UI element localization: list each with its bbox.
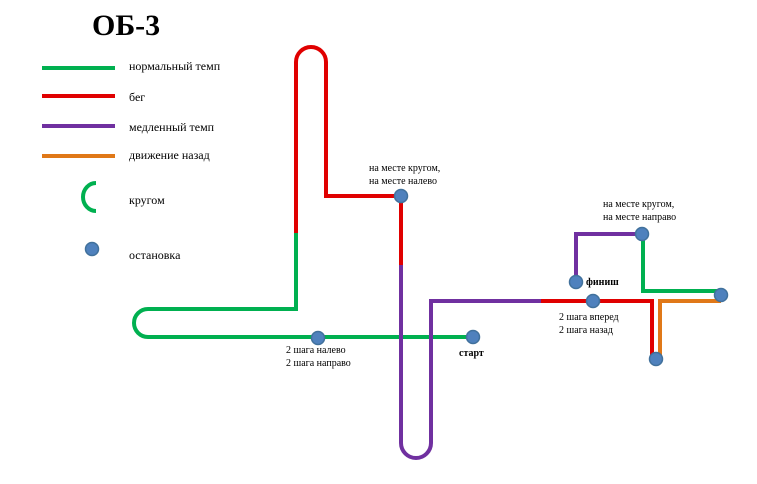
- finish-label: финиш: [586, 277, 619, 288]
- stop-4: [634, 226, 650, 242]
- legend-stop-label: остановка: [129, 248, 181, 262]
- stop-1: [310, 330, 326, 346]
- stop1-note-line1: 2 шага налево: [286, 345, 346, 356]
- route-segment-run-right: [541, 299, 654, 360]
- legend-run-label: бег: [129, 90, 145, 104]
- stop-6: [713, 287, 729, 303]
- legend-stop-icon: [84, 241, 100, 257]
- stop-finish: [568, 274, 584, 290]
- stop4-note-line2: на месте направо: [603, 212, 676, 223]
- route-segment-slow-finish: [574, 232, 643, 282]
- legend-normal-label: нормальный темп: [129, 59, 221, 73]
- stop3-note-line1: 2 шага вперед: [559, 312, 619, 323]
- diagram-title: ОБ-3: [92, 9, 160, 42]
- stop-2: [393, 188, 409, 204]
- stop1-note-line2: 2 шага направо: [286, 358, 351, 369]
- legend-turn-label: кругом: [129, 193, 165, 207]
- stops: [310, 188, 729, 367]
- route-segment-run-hairpin: [294, 45, 403, 265]
- route-segment-back: [658, 299, 721, 360]
- stop3-note-line2: 2 шага назад: [559, 325, 613, 336]
- route: [132, 45, 721, 460]
- stop-5: [648, 351, 664, 367]
- legend: нормальный темп бег медленный темп движе…: [42, 59, 221, 262]
- route-segment-normal-end: [641, 234, 721, 293]
- stop-3: [585, 293, 601, 309]
- stop-start: [465, 329, 481, 345]
- route-segment-slow-descent: [399, 265, 541, 460]
- stop2-note-line2: на месте налево: [369, 176, 437, 187]
- legend-turn-icon: [81, 181, 97, 213]
- stop2-note-line1: на месте кругом,: [369, 163, 440, 174]
- annotations: старт финиш 2 шага налево 2 шага направо…: [286, 163, 676, 369]
- route-segment-normal-start: [132, 233, 473, 339]
- stop4-note-line1: на месте кругом,: [603, 199, 674, 210]
- legend-back-label: движение назад: [129, 148, 210, 162]
- legend-slow-label: медленный темп: [129, 120, 215, 134]
- start-label: старт: [459, 348, 484, 359]
